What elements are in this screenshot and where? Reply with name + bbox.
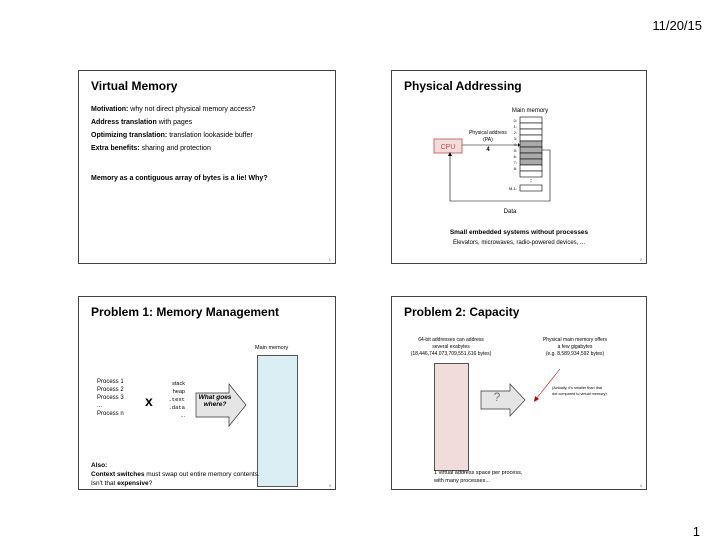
address-label: 0: [514,118,517,123]
virtual-caption: 64-bit addresses can address several exa… [410,337,492,357]
slide-title: Problem 1: Memory Management [91,305,280,319]
pa-value: 4 [486,147,490,153]
slide-number: 4 [639,483,642,488]
process-item: Process 1 [97,379,124,385]
process-item: Process n [97,411,124,417]
pa-abbr-label: (PA) [483,137,493,143]
main-memory-block [257,355,298,487]
what-goes-where-arrow [195,383,247,427]
slide-physical-addressing: Physical Addressing Main memory 0: 1: 2:… [391,70,647,264]
address-label: 2: [514,130,517,135]
memory-cell-selected [519,158,543,166]
memory-cell-selected [519,140,543,148]
pointer-line [534,368,561,402]
slide-title: Virtual Memory [91,79,178,93]
segment-item: .text [168,396,185,403]
question-mark: ? [493,390,501,404]
slide-number: 2 [639,257,642,262]
times-symbol: x [145,393,153,409]
process-list: Process 1 Process 2 Process 3 ... Proces… [97,378,124,418]
footer-note: Also: Context switches must swap out ent… [91,461,260,488]
capacity-arrow [480,383,526,417]
caption-sub: Elevators, microwaves, radio-powered dev… [452,240,586,246]
address-label: 4: [514,142,517,147]
memory-cell [519,170,543,178]
address-label: 8: [514,166,517,171]
slide-title: Problem 2: Capacity [404,305,520,319]
process-item: Process 3 [97,395,124,401]
address-label: 7: [514,160,517,165]
slide-memory-management: Problem 1: Memory Management Main memory… [78,296,336,490]
memory-cell [519,134,543,142]
note-text: (Actually, it's smaller than that dot co… [552,386,607,396]
slide-body: Motivation: why not direct physical memo… [91,103,256,155]
segment-item: heap [172,389,185,395]
segment-item: .data [168,404,185,411]
address-label: 1: [514,124,517,129]
physical-caption: Physical main memory offers a few gigaby… [542,337,608,357]
virtual-address-space-block [434,363,469,471]
memory-cell [519,184,543,192]
context-line: Context switches must swap out entire me… [91,471,260,478]
segment-list: stack heap .text .data ... [149,380,185,420]
slide-number: 3 [328,483,331,488]
memory-cell-selected [519,146,543,154]
segment-item: ... [180,413,185,419]
data-label: Data [504,209,517,215]
arrow-label: What goes where? [198,394,232,408]
slide-virtual-memory: Virtual Memory Motivation: why not direc… [78,70,336,264]
segment-item: stack [172,381,185,387]
address-label: 6: [514,154,517,159]
address-label: 5: [514,148,517,153]
address-label: M-1: [509,186,517,191]
pointer-arrowhead [534,396,539,402]
slide-title: Physical Addressing [404,79,522,93]
slide-number: 1 [328,257,331,262]
cpu-label: CPU [441,144,456,151]
process-item: Process 2 [97,387,124,393]
closing-line: Memory as a contiguous array of bytes is… [91,175,268,182]
memory-cell-selected [519,152,543,160]
memory-cell [519,122,543,130]
data-arrowhead [448,152,452,156]
page-date: 11/20/15 [652,18,702,33]
caption-bold: Small embedded systems without processes [449,229,589,236]
bullet-line: Motivation: why not direct physical memo… [91,106,256,113]
bottom-caption: 1 virtual address space per process, wit… [434,470,523,484]
cpu-box [433,138,463,154]
memory-cell [519,128,543,136]
main-memory-label: Main memory [512,108,548,114]
bullet-line: Optimizing translation: translation look… [91,132,253,139]
bullet-line: Extra benefits: sharing and protection [91,145,211,152]
address-label: 3: [514,136,517,141]
also-label: Also: [91,462,108,469]
bullet-line: Address translation with pages [91,119,193,126]
data-return-arrow [449,149,551,202]
expensive-line: Isn't that expensive? [91,480,153,487]
memory-cell [519,164,543,172]
arrow-shape [480,383,526,417]
slide-capacity: Problem 2: Capacity 64-bit addresses can… [391,296,647,490]
physical-addressing-diagram: Main memory 0: 1: 2: 3: 4: 5: 6: 7: 8: M… [433,108,551,215]
process-item: ... [97,403,103,409]
main-memory-label: Main memory [255,345,289,351]
arrow-shape [195,383,247,427]
memory-cell [519,116,543,124]
address-arrowhead [518,143,520,147]
physical-address-label: Physical address [469,130,507,136]
page-number: 1 [692,524,700,539]
pointer-segment [535,368,561,400]
